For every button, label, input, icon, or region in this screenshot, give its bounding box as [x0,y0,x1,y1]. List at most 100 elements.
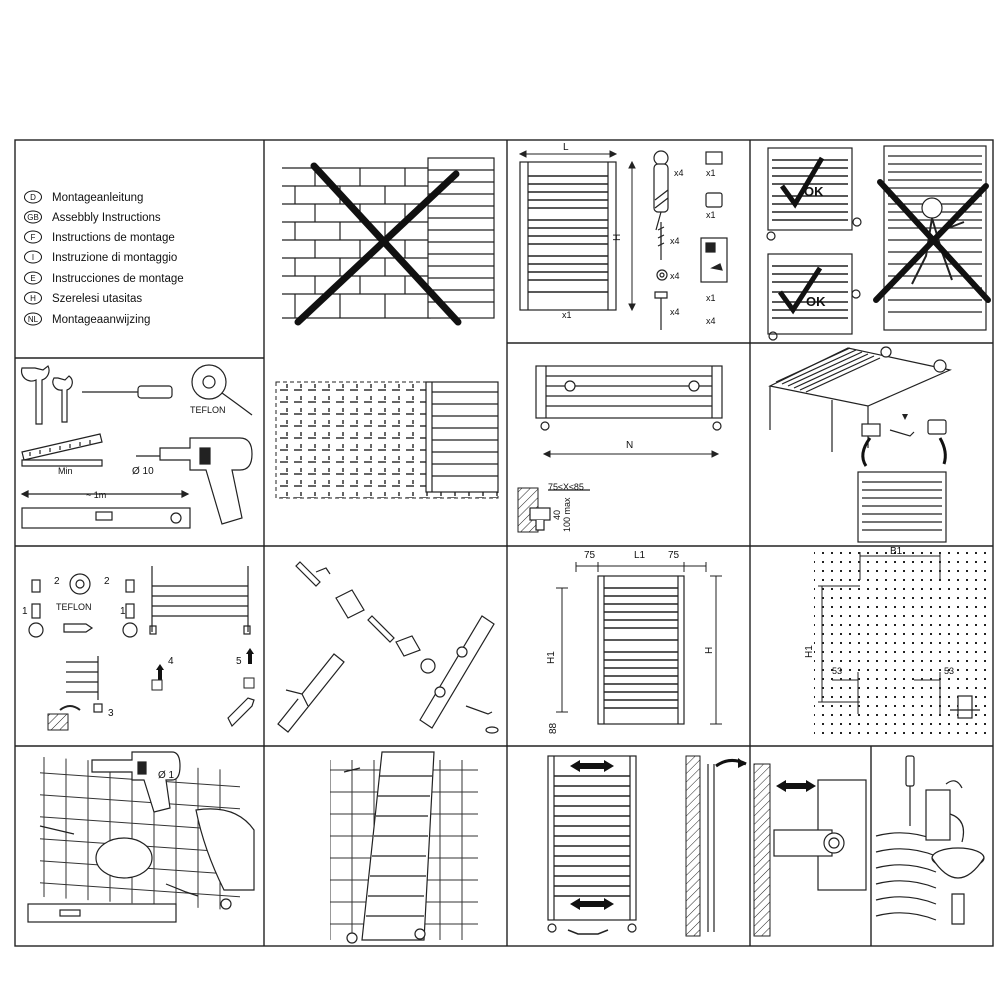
language-label-h: Szerelesi utasitas [52,293,142,305]
prohibited-cross-mark [294,162,462,326]
valve-detail [529,489,590,531]
dimension-h [628,160,636,312]
parts-list-panel: L H x1 x4 x4 x4 x4 x1 x1 [518,142,728,330]
grid-b1-label: B1 [890,546,903,557]
wrench-icon [20,365,73,425]
radiator-ok-bottom [767,253,861,341]
wrench-icon [63,623,94,633]
radiator-side [149,566,251,635]
spirit-level-icon [20,490,191,529]
grid-h1-label: H1 [804,645,815,658]
language-item-d: D Montageanleitung [24,190,143,204]
double-arrow-icon [570,760,614,910]
svg-text:D: D [30,193,36,202]
spacing-panel: N 75≤X≤85 40 100 max [517,365,723,533]
dim-h1-label: H1 [546,651,557,664]
dim-bottom-label: 88 [548,722,559,734]
dim-offset-right: 75 [668,550,680,561]
language-label-nl: Montageaanwijzing [52,314,150,326]
dim-h-label: H [704,647,715,654]
panel-grid [14,139,994,947]
teflon-label: TEFLON [190,405,226,415]
tools-panel: TEFLON Min Ø 10 ~ 1m [20,364,253,529]
double-arrow-icon [776,780,816,792]
cap-parts-icon [705,151,723,208]
svg-text:2: 2 [54,576,60,587]
radiator-ok-top [766,147,862,241]
adjust-panel [547,755,747,937]
dimension-n [542,450,720,458]
qty-x4-e: x4 [706,316,716,326]
dim-l-label: L [563,142,569,153]
arrow-icon [246,648,254,664]
wall-plugs-panel [277,561,499,734]
ruler-min-label: Min [58,466,73,476]
radiator-climbing [883,145,987,331]
cap-parts-icon [861,419,947,437]
valve-small-a: 40 [552,510,562,520]
teflon-tape-icon [191,364,253,416]
radiator-tilted [343,751,435,944]
wrench-icon [567,929,609,935]
radiator-front [857,471,947,543]
language-label-e: Instrucciones de montage [52,273,184,285]
language-list: D Montageanleitung GB Assebbly Instructi… [24,190,184,326]
svg-text:H: H [30,294,36,303]
ok-label-bottom: OK [806,294,826,309]
ok-label-top: OK [804,184,824,199]
caps-install-panel [768,346,952,543]
svg-text:4: 4 [168,656,174,667]
screwdriver-icon [905,755,915,826]
radiator-side [707,764,715,932]
svg-text:3: 3 [108,708,114,719]
language-label-d: Montageanleitung [52,192,143,204]
language-label-f: Instructions de montage [52,232,175,244]
dimension-l [518,150,618,158]
grid-wall-panel [275,381,499,499]
radiator-front [597,575,685,725]
brick-wall [282,167,431,319]
valve-range-label: 75≤X≤85 [548,482,584,492]
bracket-parts-icon [653,150,669,330]
mounting-panel [330,751,478,944]
language-item-gb: GB Assebbly Instructions [24,210,161,224]
language-item-nl: NL Montageaanwijzing [24,312,150,326]
radiator-side [425,381,499,493]
bleed-panel [875,755,985,925]
teflon-label-small: TEFLON [56,602,92,612]
svg-text:1: 1 [120,606,126,617]
qty-x1-b: x1 [706,210,716,220]
qty-x4-d: x4 [670,307,680,317]
drilling-grid-panel: B1 H1 53 53 [804,546,988,738]
depth-adjust-panel [753,763,867,937]
svg-text:F: F [31,233,36,242]
dim-l1-label: L1 [634,550,646,561]
brick-wall-prohibited-panel [282,157,495,326]
drill-icon [91,751,181,813]
level-length-label: ~ 1m [86,490,106,500]
radiator-front [535,365,723,431]
dimensions-panel: 75 L1 75 H1 H 88 [546,550,722,734]
connections-panel: TEFLON 1 2 2 1 3 4 5 [22,566,255,731]
svg-text:I: I [32,253,34,262]
radiator-front [519,161,617,311]
usage-panel: OK OK [766,145,991,341]
qty-x1-c: x1 [706,293,716,303]
dim-h-label: H [612,234,623,241]
qty-x4-b: x4 [670,236,680,246]
checkmark-icon [779,156,825,209]
svg-text:NL: NL [28,315,39,324]
qty-x1-a: x1 [706,168,716,178]
drilling-panel: Ø 1 [27,751,255,923]
radiator-side [427,157,495,319]
grid-spacing-right: 53 [944,666,954,676]
valve-detail [950,695,980,719]
checkmark-icon [777,266,823,315]
radiator-front [547,755,637,933]
svg-text:1: 1 [22,606,28,617]
language-label-i: Instruzione di montaggio [52,252,177,264]
language-item-f: F Instructions de montage [24,230,175,244]
drill-icon [136,437,253,525]
svg-text:GB: GB [27,213,39,222]
language-item-i: I Instruzione di montaggio [24,250,177,264]
